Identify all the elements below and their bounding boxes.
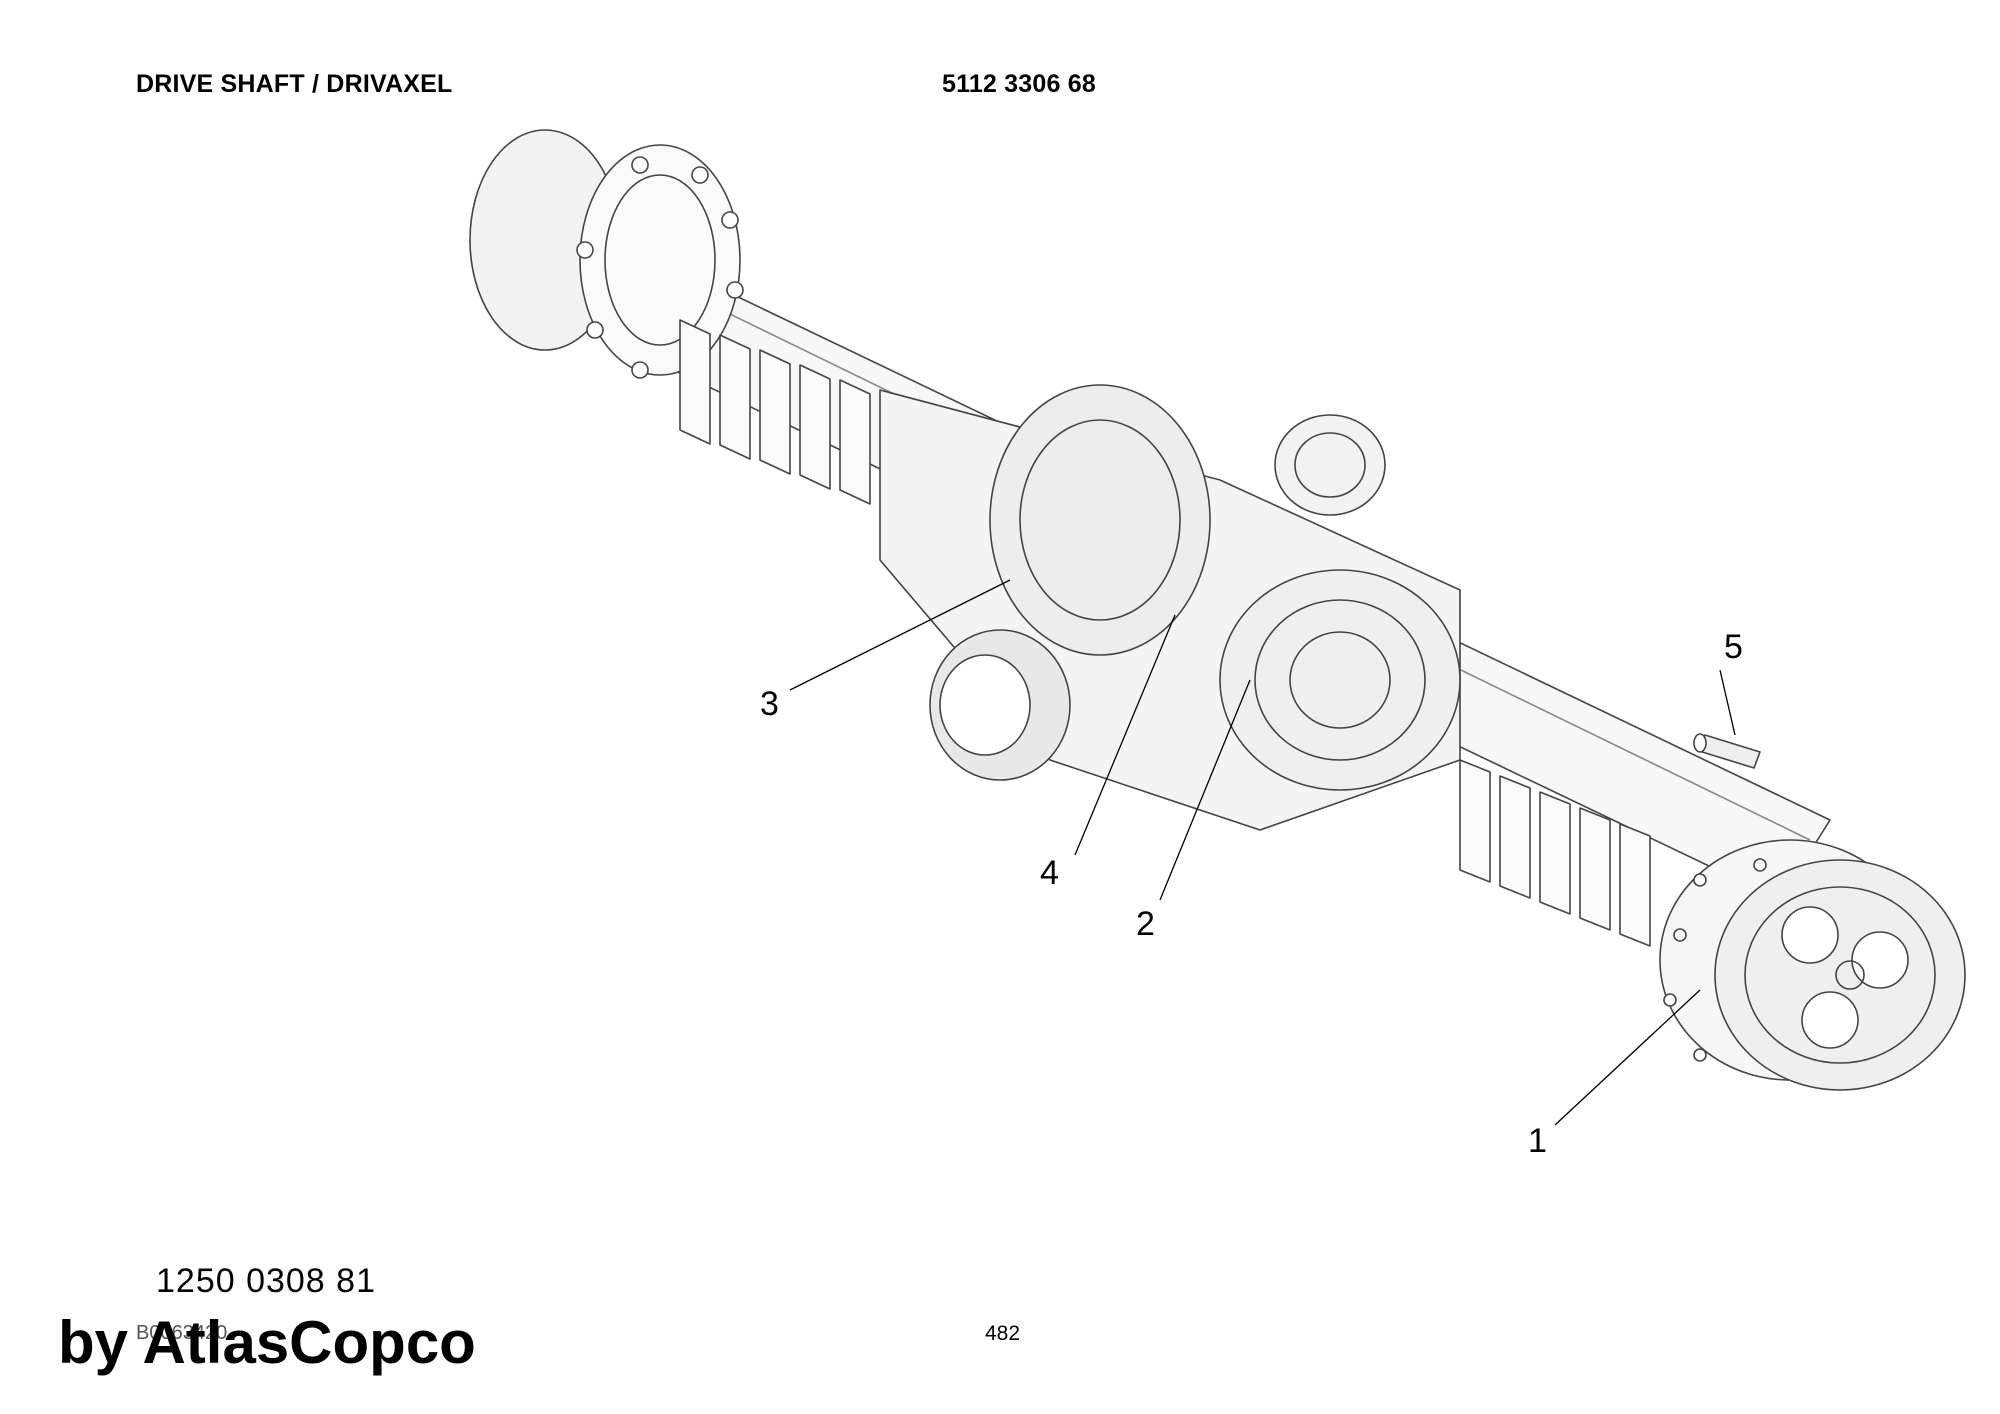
callout-5: 5 bbox=[1724, 628, 1743, 666]
callout-2: 2 bbox=[1136, 905, 1155, 943]
callout-4: 4 bbox=[1040, 854, 1059, 892]
right-fins bbox=[1459, 759, 1651, 947]
left-hub bbox=[469, 129, 744, 379]
top-flange bbox=[1274, 414, 1386, 516]
reference-number: 1250 0308 81 bbox=[156, 1262, 376, 1300]
bolt bbox=[1693, 733, 1761, 769]
right-hub-planetary bbox=[1659, 839, 1966, 1091]
page-number: 482 bbox=[985, 1322, 1021, 1345]
left-fins bbox=[679, 319, 871, 505]
page-title: DRIVE SHAFT / DRIVAXEL bbox=[136, 70, 453, 98]
input-flange bbox=[929, 629, 1071, 781]
part-number: 5112 3306 68 bbox=[942, 70, 1096, 98]
image-code: B0063420 bbox=[136, 1322, 228, 1344]
callout-3: 3 bbox=[760, 685, 779, 723]
watermark: by AtlasCopco bbox=[58, 1309, 476, 1376]
callout-1: 1 bbox=[1528, 1122, 1547, 1160]
leader-lines bbox=[789, 579, 1736, 1126]
